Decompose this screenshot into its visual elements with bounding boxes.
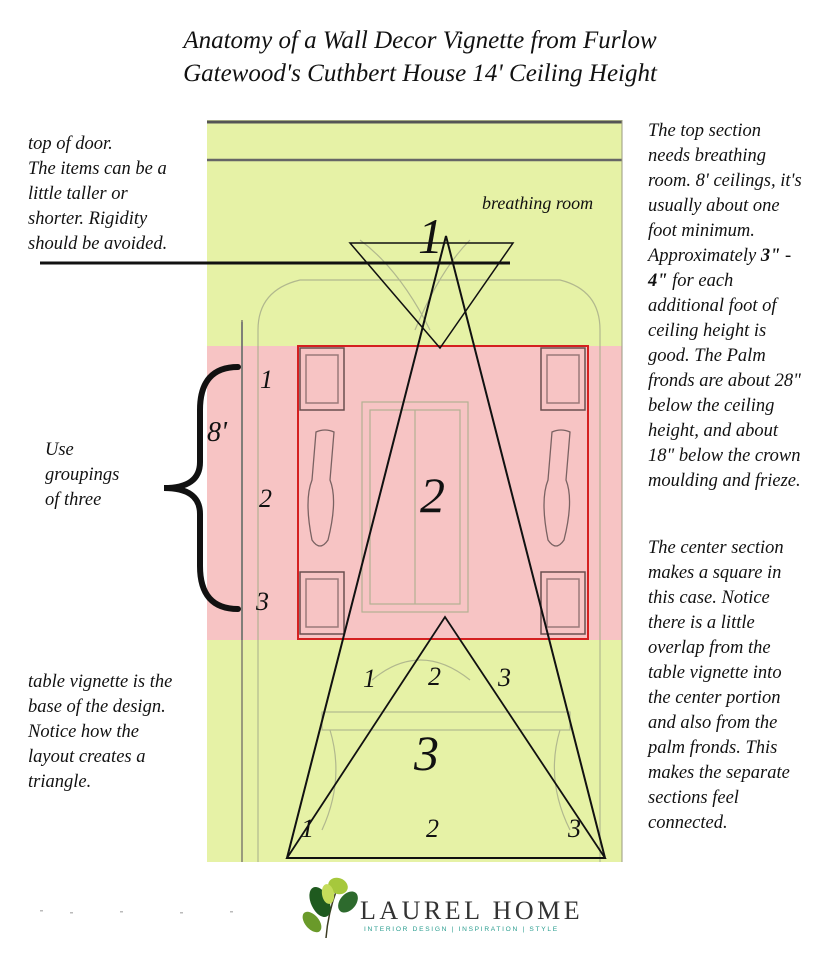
note-line: triangle. <box>28 772 92 792</box>
note-line: should be avoided. <box>28 234 168 254</box>
table-triangle <box>285 615 607 859</box>
grouping-bracket <box>163 364 241 612</box>
note-line: table vignette into <box>648 663 782 683</box>
wall-photo-band-top <box>207 120 622 346</box>
note-line: The items can be a <box>28 159 167 179</box>
title-line-1: Anatomy of a Wall Decor Vignette from Fu… <box>183 27 657 54</box>
section-top-number: 1 <box>418 208 443 264</box>
note-line: table vignette is the <box>28 672 173 692</box>
note-line: groupings <box>45 465 120 485</box>
note-line: height, and about <box>648 421 779 441</box>
note-line: The top section <box>648 121 762 141</box>
note-line: palm fronds. This <box>648 738 778 758</box>
note-line: the center portion <box>648 688 781 708</box>
title-line-2: Gatewood's Cuthbert House 14' Ceiling He… <box>183 60 657 87</box>
note-line: The center section <box>648 538 784 558</box>
note-groupings: Use groupings of three <box>45 438 119 513</box>
section-bottom-number: 3 <box>413 725 439 781</box>
note-line: needs breathing <box>648 146 767 166</box>
brand-logo[interactable]: LAUREL HOME INTERIOR DESIGN | INSPIRATIO… <box>298 872 580 942</box>
note-center-section: The center section makes a square in thi… <box>648 536 790 836</box>
wall-sconces <box>307 429 571 547</box>
note-line: layout creates a <box>28 747 146 767</box>
note-line: base of the design. <box>28 697 166 717</box>
note-line: Notice how the <box>28 722 139 742</box>
note-line: this case. Notice <box>648 588 770 608</box>
note-line: top of door. <box>28 134 113 154</box>
note-line: good. The Palm <box>648 346 766 366</box>
note-line: little taller or <box>28 184 128 204</box>
note-line: of three <box>45 490 102 510</box>
table-top-number: 1 <box>363 664 376 693</box>
note-line: below the ceiling <box>648 396 775 416</box>
note-line: moulding and frieze. <box>648 471 801 491</box>
note-line: overlap from the <box>648 638 771 658</box>
laurel-leaves-icon <box>302 877 358 939</box>
note-table-vignette: table vignette is the base of the design… <box>28 670 172 795</box>
note-line: foot minimum. <box>648 221 755 241</box>
bracket-number: 3 <box>255 587 269 616</box>
note-line: and also from the <box>648 713 778 733</box>
brand-name: LAUREL HOME <box>360 896 584 925</box>
brand-tagline: INTERIOR DESIGN | INSPIRATION | STYLE <box>364 926 559 933</box>
note-line: 4" for each <box>648 271 734 291</box>
note-top-section: The top section needs breathing room. 8'… <box>648 119 802 494</box>
decorative-dots <box>40 910 233 914</box>
height-label: 8' <box>207 417 228 448</box>
top-inverted-triangle <box>348 242 515 350</box>
center-section-square <box>297 345 589 640</box>
note-line: sections feel <box>648 788 739 808</box>
table-bottom-number: 3 <box>567 814 581 843</box>
note-line: Use <box>45 440 74 460</box>
note-line: 18" below the crown <box>648 446 801 466</box>
note-line: connected. <box>648 813 728 833</box>
note-line: ceiling height is <box>648 321 767 341</box>
section-center-number: 2 <box>420 467 445 523</box>
note-line: fronds are about 28" <box>648 371 801 391</box>
note-line: shorter. Rigidity <box>28 209 148 229</box>
note-line: room. 8' ceilings, it's <box>648 171 802 191</box>
page-title: Anatomy of a Wall Decor Vignette from Fu… <box>0 24 840 90</box>
note-line: usually about one <box>648 196 780 216</box>
table-top-number: 2 <box>428 662 441 691</box>
bracket-number: 2 <box>259 484 272 513</box>
note-line: makes the separate <box>648 763 790 783</box>
breathing-room-label: breathing room <box>482 193 593 213</box>
table-top-number: 3 <box>497 663 511 692</box>
wall-art-frames <box>299 347 586 635</box>
note-top-of-door: top of door. The items can be a little t… <box>28 132 167 257</box>
wall-photo-band-bottom <box>207 640 622 862</box>
note-line: additional foot of <box>648 296 777 316</box>
table-bottom-number: 1 <box>301 814 314 843</box>
note-line: Approximately 3" - <box>648 246 792 266</box>
note-line: there is a little <box>648 613 755 633</box>
bracket-number: 1 <box>260 365 273 394</box>
note-line: makes a square in <box>648 563 782 583</box>
table-bottom-number: 2 <box>426 814 439 843</box>
